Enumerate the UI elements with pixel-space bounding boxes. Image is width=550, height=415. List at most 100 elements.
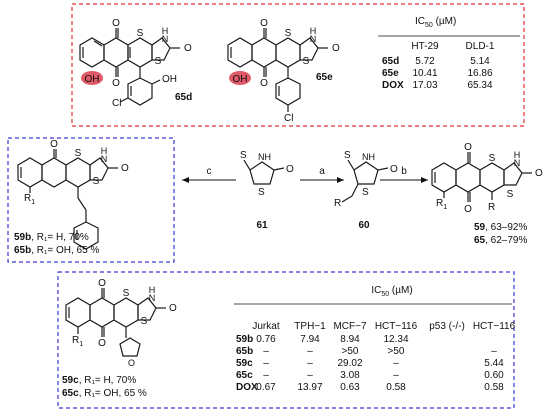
cell: 0.63 [340, 382, 360, 393]
cell: 0.60 [484, 370, 504, 381]
s-label: S [123, 288, 130, 299]
s-label: S [75, 148, 82, 159]
col-header: HCT−116 [473, 321, 516, 332]
o-label: O [464, 204, 472, 215]
o-label: O [112, 18, 120, 29]
compound-id-65d: 65d [175, 92, 192, 103]
compound-65d-structure [79, 28, 180, 106]
arrow-a-label: a [319, 166, 325, 177]
r1-label: R1 [72, 335, 83, 348]
row-label: 59b [236, 334, 253, 345]
col-header: Jurkat [252, 321, 279, 332]
arrowhead-c [182, 177, 189, 183]
cell: 0.76 [256, 334, 276, 345]
s-label: S [362, 187, 369, 198]
s-label: S [344, 150, 351, 161]
caption-65b: 65b, R₁= OH, 65 % [14, 245, 99, 256]
caption-59b: 59b, R₁= H, 70% [14, 232, 89, 243]
o-label: O [332, 43, 340, 54]
r-label: R [488, 202, 495, 213]
o-label: O [121, 163, 129, 174]
bottom-ic50-table: IC50 (µM) Jurkat TPH−1 MCF−7 HCT−116 p53… [234, 285, 516, 332]
cell: 12.34 [383, 334, 408, 345]
col-header: HT-29 [411, 41, 439, 52]
nh-label: NH [258, 152, 271, 162]
r1-label: R1 [436, 198, 447, 211]
cell: 0.58 [484, 382, 504, 393]
cell: 65.34 [467, 80, 492, 91]
o-label: O [112, 78, 120, 89]
col-header: MCF−7 [333, 321, 367, 332]
caption-59: 59, 63–92% [474, 222, 527, 233]
h-label: H [162, 26, 169, 36]
o-label: O [286, 164, 294, 175]
cell: 29.02 [337, 358, 362, 369]
cell: – [263, 358, 269, 369]
bottom-blue-box [57, 271, 515, 409]
cell: – [307, 358, 313, 369]
cell: >50 [388, 346, 405, 357]
arrow-c-label: c [207, 166, 212, 177]
top-ic50-table: IC50 (µM) HT-29 DLD-1 65d 5.72 5.14 65e … [378, 16, 520, 91]
s-label: S [507, 189, 514, 200]
cell: 13.97 [297, 382, 322, 393]
compound-61-structure [243, 159, 285, 185]
cell: – [307, 346, 313, 357]
arrow-b-label: b [401, 166, 407, 177]
row-label: DOX [382, 80, 404, 91]
nh-label: H [101, 146, 108, 156]
left-blue-box [7, 137, 175, 263]
o-label: O [390, 164, 398, 175]
o-label: O [464, 142, 472, 153]
r1-label: R1 [24, 193, 35, 206]
nh-label: NH [362, 152, 375, 162]
row-label: 65b [236, 346, 253, 357]
oh-label: OH [162, 74, 177, 85]
cell: 17.03 [412, 80, 437, 91]
cell: 5.44 [484, 358, 504, 369]
cell: – [393, 358, 399, 369]
n-label: N [101, 154, 108, 164]
cell: – [393, 370, 399, 381]
row-label: 65d [382, 56, 399, 67]
cell: 16.86 [467, 68, 492, 79]
compound-59c-65c-structure [65, 288, 166, 357]
o-label: O [128, 358, 135, 368]
cell: – [491, 346, 497, 357]
cell: 0.58 [386, 382, 406, 393]
compound-id-61: 61 [256, 220, 268, 231]
s-label: S [303, 56, 310, 67]
o-label: O [169, 303, 177, 314]
ic50-header: IC50 (µM) [371, 285, 412, 298]
cell: 3.08 [340, 370, 360, 381]
nh-label: H [514, 150, 521, 160]
n-label: N [310, 34, 317, 44]
cell: – [307, 370, 313, 381]
nh-label: H [149, 285, 156, 295]
caption-65: 65, 62–79% [474, 235, 527, 246]
caption-59c: 59c, R₁= H, 70% [62, 375, 136, 386]
cl-label: Cl [112, 98, 121, 109]
cell: 5.72 [415, 56, 435, 67]
compound-59b-65b-structure [17, 149, 118, 250]
o-label: O [50, 139, 58, 150]
cell: >50 [342, 346, 359, 357]
o-label: O [260, 18, 268, 29]
cell: 7.94 [300, 334, 320, 345]
row-label: DOX [236, 382, 258, 393]
s-label: S [93, 176, 100, 187]
arrowhead-a [337, 177, 344, 183]
col-header: p53 (-/-) [429, 321, 465, 332]
cl-label: Cl [284, 113, 293, 124]
row-label: 65c [236, 370, 253, 381]
caption-65c: 65c, R₁= OH, 65 % [62, 388, 147, 399]
n-label: N [149, 293, 156, 303]
s-label: S [155, 56, 162, 67]
r-label: R [334, 198, 341, 209]
compound-id-65e: 65e [316, 72, 333, 83]
s-label: S [285, 28, 292, 39]
o-label: O [260, 78, 268, 89]
s-label: S [240, 150, 247, 161]
o-label: O [98, 338, 106, 349]
